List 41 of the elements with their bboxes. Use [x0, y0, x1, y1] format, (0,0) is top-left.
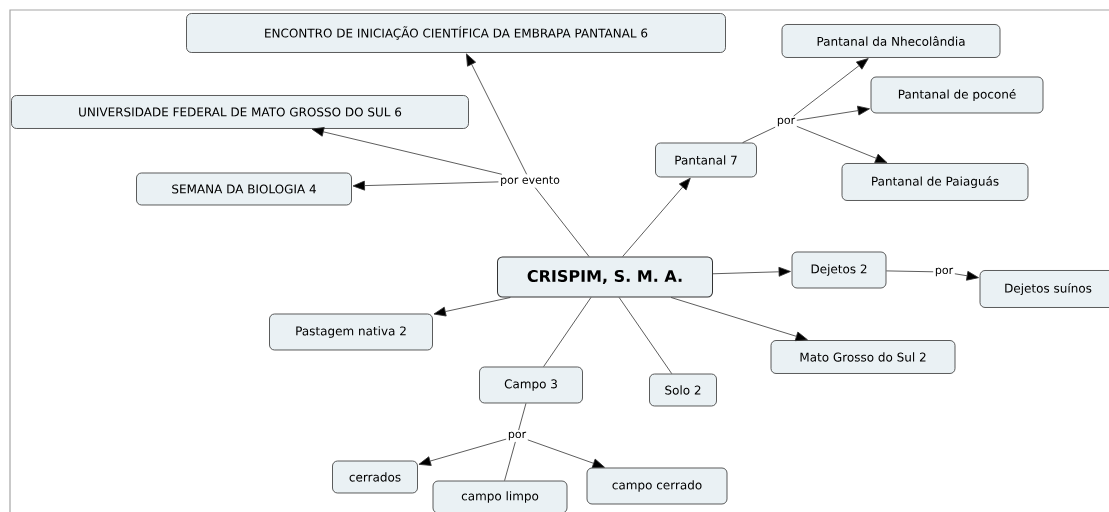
arrow	[466, 53, 528, 175]
connector-line	[504, 441, 516, 481]
arrow	[796, 125, 888, 164]
arrow	[796, 105, 870, 121]
concept-box: Pantanal de poconé	[870, 76, 1044, 114]
concept-box: Solo 2	[649, 373, 717, 407]
concept-box: UNIVERSIDADE FEDERAL DE MATO GROSSO DO SUL 6	[11, 95, 469, 129]
concept-box: campo cerrado	[586, 467, 728, 505]
concept-box: Pastagem nativa 2	[269, 313, 433, 351]
concept-box: Mato Grosso do Sul 2	[770, 340, 956, 374]
arrow	[622, 177, 691, 257]
linking-phrase: por	[506, 430, 528, 442]
arrow	[418, 438, 507, 466]
arrow	[954, 270, 979, 281]
concept-box: Pantanal 7	[655, 142, 757, 178]
arrow	[793, 58, 869, 117]
arrow	[712, 266, 791, 277]
linking-phrase: por evento	[498, 174, 562, 188]
arrow	[670, 297, 808, 342]
linking-phrase: por	[933, 266, 955, 278]
concept-box: Campo 3	[479, 366, 583, 404]
concept-box: cerrados	[332, 460, 418, 494]
concept-box: Pantanal de Paiaguás	[841, 163, 1029, 201]
main-concept-box: CRISPIM, S. M. A.	[497, 256, 713, 298]
concept-box: Dejetos suínos	[979, 270, 1109, 308]
concept-box: Pantanal da Nhecolândia	[781, 24, 1001, 58]
arrow	[311, 127, 503, 175]
arrow	[352, 180, 499, 191]
arrow	[527, 439, 605, 468]
connector-line	[886, 270, 934, 273]
concept-box: campo limpo	[432, 480, 568, 512]
arrow	[433, 297, 511, 317]
connector-line	[618, 297, 673, 374]
linking-phrase: por	[775, 116, 797, 128]
concept-box: Dejetos 2	[791, 251, 887, 289]
concept-box: SEMANA DA BIOLOGIA 4	[136, 172, 352, 206]
connector-line	[518, 403, 527, 431]
connector-line	[543, 297, 592, 367]
concept-box: ENCONTRO DE INICIAÇÃO CIENTÍFICA DA EMBRAPA PANTANAL 6	[186, 13, 726, 53]
connector-line	[742, 126, 776, 143]
connector-line	[534, 187, 590, 257]
